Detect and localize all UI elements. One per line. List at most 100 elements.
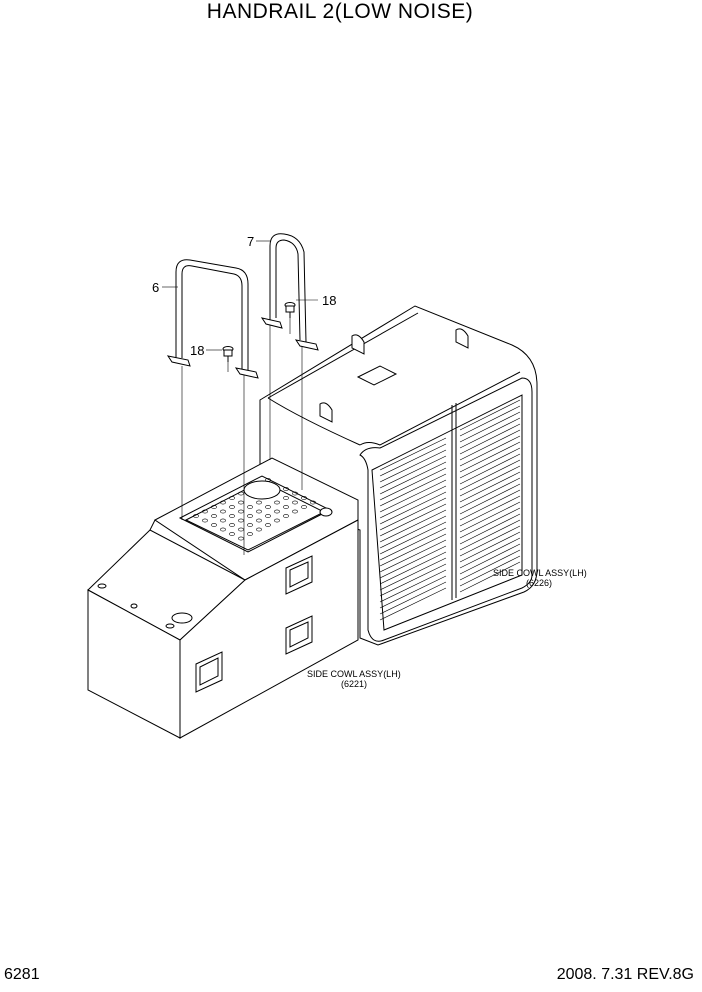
plate-hole	[265, 478, 271, 482]
louver-slat	[459, 423, 521, 455]
revision-date: 2008. 7.31 REV.8G	[556, 966, 694, 983]
louver-slat	[459, 435, 521, 467]
plate-hole	[256, 509, 262, 514]
callout-6: 6	[152, 280, 159, 295]
bolt-18-left	[222, 346, 234, 362]
ref-6221-name: SIDE COWL ASSY(LH)	[307, 669, 401, 679]
louver-slat	[459, 525, 521, 557]
louver-slat	[459, 495, 521, 527]
plate-hole	[292, 509, 298, 514]
louver-slat	[379, 437, 447, 471]
louver-slat	[459, 465, 521, 497]
louver-slat	[379, 449, 447, 483]
louver-slat	[459, 483, 521, 515]
louver-slat	[379, 455, 447, 489]
plate-hole	[220, 518, 226, 523]
louver-slat	[379, 521, 447, 555]
louver-slat	[379, 479, 447, 513]
plate-hole	[283, 514, 289, 518]
louver-slat	[459, 417, 521, 449]
plate-hole	[229, 505, 235, 509]
louver-slat	[459, 429, 521, 461]
louver-slat	[459, 471, 521, 503]
louver-slat	[459, 459, 521, 491]
louver-right	[459, 399, 521, 593]
louver-slat	[379, 491, 447, 525]
ref-6226-no: (6226)	[526, 578, 552, 588]
callout-18-right: 18	[322, 293, 336, 308]
handrail-6	[166, 259, 259, 379]
louver-slat	[459, 519, 521, 551]
plate-hole	[292, 491, 298, 496]
louver-slat	[379, 581, 447, 615]
ref-6221-no: (6221)	[341, 679, 367, 689]
louver-slat	[379, 443, 447, 477]
plate-hole	[247, 532, 253, 536]
louver-slat	[459, 405, 521, 437]
callout-7: 7	[247, 234, 254, 249]
louver-slat	[459, 489, 521, 521]
louver-slat	[379, 575, 447, 609]
louver-slat	[459, 513, 521, 545]
louver-slat	[379, 587, 447, 621]
plate-hole	[229, 514, 235, 518]
plate-hole	[256, 518, 262, 523]
louver-slat	[379, 557, 447, 591]
guide-lines	[181, 314, 303, 555]
louver-slat	[379, 467, 447, 501]
louver-slat	[379, 569, 447, 603]
louver-slat	[379, 503, 447, 537]
plate-hole	[229, 532, 235, 536]
plate-hole	[265, 514, 271, 518]
plate-hole	[229, 496, 235, 500]
plate-hole	[211, 523, 217, 527]
plate-hole	[283, 487, 289, 491]
louver-slat	[459, 555, 521, 587]
louver-slat	[459, 561, 521, 593]
louver-slat	[379, 533, 447, 567]
louver-left	[379, 437, 447, 621]
plate-hole	[256, 527, 262, 532]
louver-slat	[379, 563, 447, 597]
page-title: HANDRAIL 2(LOW NOISE)	[206, 0, 474, 23]
louver-slat	[459, 447, 521, 479]
plate-hole	[283, 505, 289, 509]
plate-hole	[238, 536, 244, 541]
bolt-18-right	[284, 302, 296, 318]
plate-hole	[301, 505, 307, 509]
lifting-lugs	[319, 328, 469, 423]
ref-6226-name: SIDE COWL ASSY(LH)	[493, 568, 587, 578]
rear-cowl-body	[259, 305, 538, 646]
plate-hole	[220, 500, 226, 505]
louver-slat	[459, 531, 521, 563]
callout-18-left: 18	[190, 343, 204, 358]
louver-slat	[379, 461, 447, 495]
louver-slat	[459, 501, 521, 533]
plate-hole	[265, 505, 271, 509]
louver-slat	[379, 527, 447, 561]
plate-hole	[238, 509, 244, 514]
plate-hole	[220, 509, 226, 514]
louver-slat	[459, 537, 521, 569]
louver-slat	[379, 509, 447, 543]
plate-hole	[238, 527, 244, 532]
plate-hole	[283, 496, 289, 500]
plate-hole	[247, 523, 253, 527]
louver-slat	[379, 539, 447, 573]
louver-slat	[459, 543, 521, 575]
louver-slat	[459, 441, 521, 473]
louver-slat	[459, 549, 521, 581]
plate-hole	[202, 518, 208, 523]
louver-slat	[459, 507, 521, 539]
plate-hole	[193, 514, 199, 518]
plate-hole	[211, 505, 217, 509]
page-number: 6281	[4, 966, 40, 983]
leader-lines	[162, 240, 318, 351]
plate-hole	[238, 500, 244, 505]
louver-slat	[379, 497, 447, 531]
plate-hole	[202, 509, 208, 514]
handrail-7	[260, 233, 319, 351]
plate-hole	[238, 518, 244, 523]
plate-hole	[274, 518, 280, 523]
